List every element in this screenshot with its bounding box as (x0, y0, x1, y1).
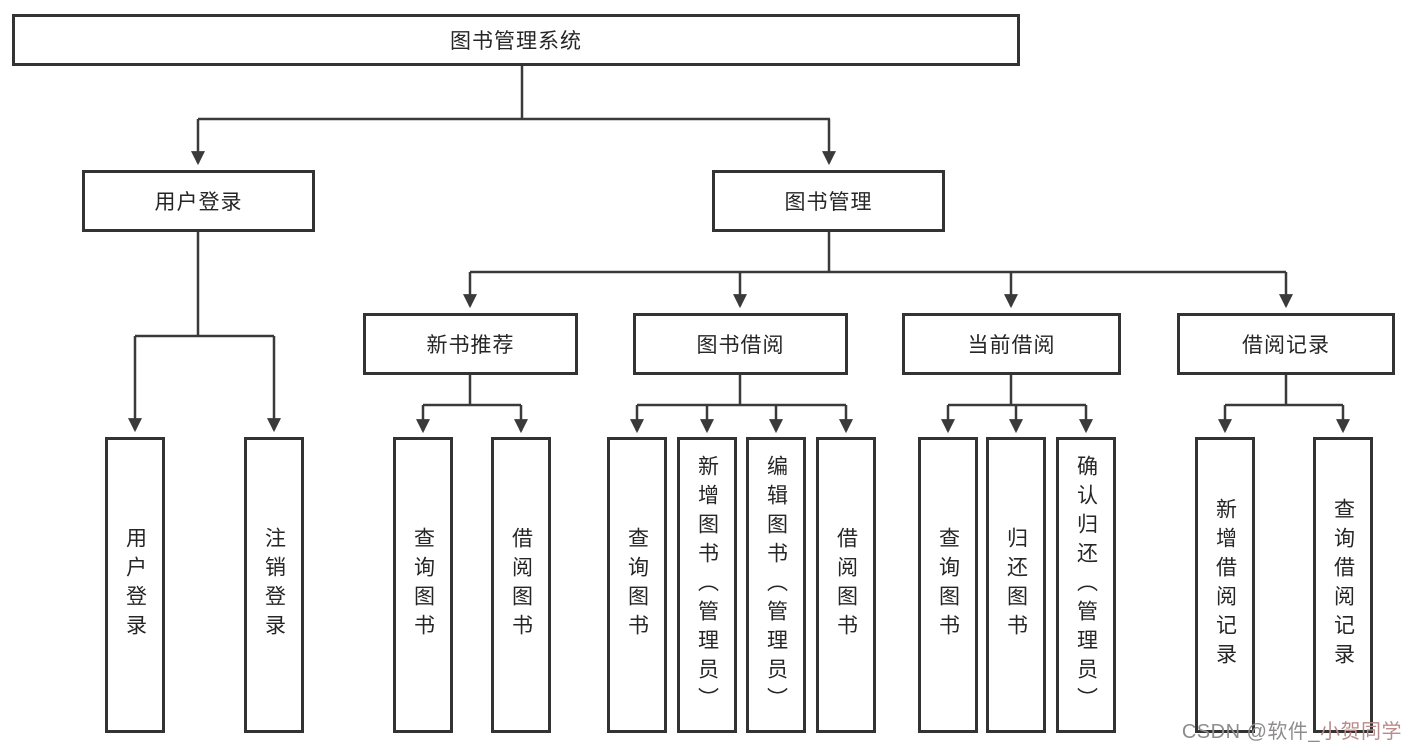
leaf-current-return-book: 归还图书 (986, 437, 1046, 733)
leaf-borrow-add-book-admin-label: 新增图书（管理员） (695, 454, 719, 716)
node-user-login: 用户登录 (82, 170, 315, 232)
node-book-borrow-label: 图书借阅 (696, 334, 785, 357)
node-current-borrow: 当前借阅 (902, 313, 1121, 375)
leaf-user-login-label: 用户登录 (123, 527, 147, 643)
leaf-current-query-book-label: 查询图书 (936, 527, 960, 643)
node-book-borrow: 图书借阅 (633, 313, 848, 375)
leaf-borrow-edit-book-admin: 编辑图书（管理员） (746, 437, 806, 733)
node-book-management-label: 图书管理 (784, 191, 873, 214)
csdn-watermark: CSDN @软件_小贺同学 (1182, 715, 1402, 744)
leaf-current-query-book: 查询图书 (918, 437, 978, 733)
leaf-recommend-borrow-book: 借阅图书 (491, 437, 551, 733)
leaf-borrow-borrow-book: 借阅图书 (816, 437, 876, 733)
leaf-current-return-book-label: 归还图书 (1004, 527, 1028, 643)
leaf-records-query-record-label: 查询借阅记录 (1331, 498, 1355, 672)
leaf-borrow-borrow-book-label: 借阅图书 (834, 527, 858, 643)
leaf-borrow-edit-book-admin-label: 编辑图书（管理员） (764, 454, 788, 716)
leaf-current-confirm-return-admin: 确认归还（管理员） (1056, 437, 1116, 733)
leaf-user-login: 用户登录 (105, 437, 165, 733)
node-root-system: 图书管理系统 (12, 14, 1020, 66)
node-borrow-records-label: 借阅记录 (1242, 334, 1330, 357)
leaf-logout-label: 注销登录 (262, 527, 286, 643)
csdn-watermark-prefix: CSDN @软件_ (1181, 721, 1320, 743)
leaf-recommend-borrow-book-label: 借阅图书 (509, 527, 533, 643)
leaf-borrow-query-book-label: 查询图书 (625, 527, 649, 643)
leaf-records-add-record-label: 新增借阅记录 (1213, 498, 1237, 672)
node-current-borrow-label: 当前借阅 (967, 334, 1056, 357)
node-borrow-records: 借阅记录 (1177, 313, 1395, 375)
csdn-watermark-suffix: 小贺同学 (1320, 721, 1402, 743)
leaf-recommend-query-book: 查询图书 (393, 437, 453, 733)
node-new-book-recommend-label: 新书推荐 (426, 334, 515, 357)
node-book-management: 图书管理 (712, 170, 945, 232)
leaf-records-query-record: 查询借阅记录 (1313, 437, 1373, 733)
node-new-book-recommend: 新书推荐 (363, 313, 578, 375)
node-root-label: 图书管理系统 (450, 30, 582, 53)
leaf-records-add-record: 新增借阅记录 (1195, 437, 1255, 733)
leaf-logout: 注销登录 (244, 437, 304, 733)
node-user-login-label: 用户登录 (154, 191, 243, 214)
leaf-borrow-query-book: 查询图书 (607, 437, 667, 733)
leaf-borrow-add-book-admin: 新增图书（管理员） (677, 437, 737, 733)
leaf-current-confirm-return-admin-label: 确认归还（管理员） (1074, 454, 1098, 716)
leaf-recommend-query-book-label: 查询图书 (411, 527, 435, 643)
